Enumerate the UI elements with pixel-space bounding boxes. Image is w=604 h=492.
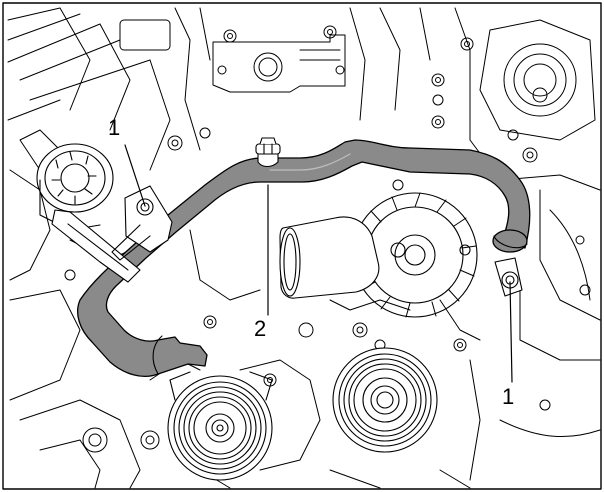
bleed-screw [255, 137, 281, 168]
left-hose-bracket [51, 185, 173, 283]
right-hose-clip [494, 257, 523, 297]
right-pulley [332, 347, 438, 453]
callout-2-coolant-hose: 2 [254, 316, 267, 341]
leader-line-1 [124, 144, 146, 207]
leader-line-1b [509, 281, 513, 383]
coolant-hose [77, 139, 531, 377]
water-pump [279, 192, 478, 318]
callout-1-bracket-bolt: 1 [108, 115, 121, 140]
leader-lines [124, 144, 513, 383]
callout-1-clip-bolt: 1 [502, 384, 515, 409]
engine-block-linework [7, 7, 601, 489]
left-pulley [167, 371, 273, 481]
